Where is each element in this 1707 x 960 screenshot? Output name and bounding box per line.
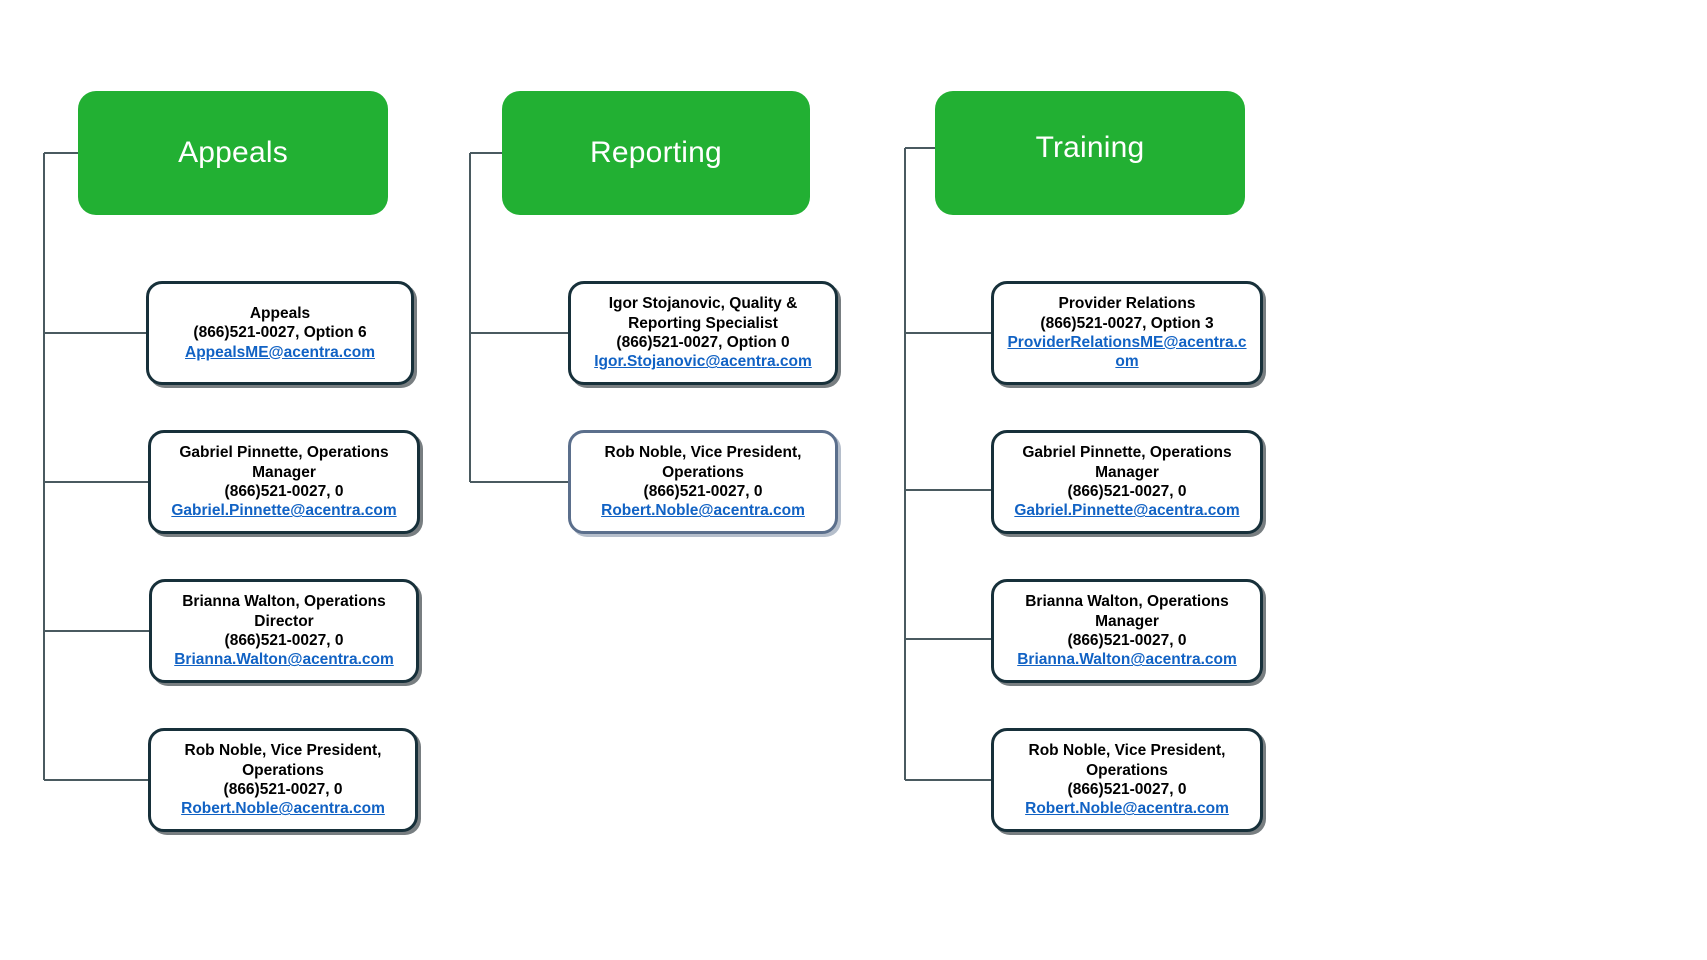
contact-card-appeals-rob-noble[interactable]: Rob Noble, Vice President, Operations (8…	[148, 728, 418, 832]
card-email-link[interactable]: ProviderRelationsME@acentra.com	[1007, 334, 1247, 371]
card-line: (866)521-0027, 0	[643, 483, 763, 500]
contact-card-training-provider-relations[interactable]: Provider Relations (866)521-0027, Option…	[991, 281, 1263, 385]
card-email-link[interactable]: Gabriel.Pinnette@acentra.com	[171, 502, 397, 520]
card-line: Rob Noble, Vice President,	[1028, 742, 1226, 760]
card-line: (866)521-0027, 0	[224, 632, 344, 649]
card-content: Brianna Walton, Operations Director (866…	[152, 588, 416, 674]
contact-card-reporting-igor-stojanovic[interactable]: Igor Stojanovic, Quality & Reporting Spe…	[568, 281, 838, 385]
contact-card-appeals-brianna-walton[interactable]: Brianna Walton, Operations Director (866…	[149, 579, 419, 683]
contact-card-appeals-gabriel-pinnette[interactable]: Gabriel Pinnette, Operations Manager (86…	[148, 430, 420, 534]
contact-card-training-brianna-walton[interactable]: Brianna Walton, Operations Manager (866)…	[991, 579, 1263, 683]
card-line: Provider Relations	[1058, 295, 1196, 313]
card-content: Brianna Walton, Operations Manager (866)…	[994, 588, 1260, 674]
column-header-label: Appeals	[178, 136, 288, 169]
column-header-label: Training	[1035, 131, 1145, 164]
card-line: Reporting Specialist	[628, 314, 778, 332]
card-email-link[interactable]: Robert.Noble@acentra.com	[601, 502, 805, 520]
card-content: Gabriel Pinnette, Operations Manager (86…	[994, 439, 1260, 525]
column-header-appeals[interactable]: Appeals	[78, 91, 388, 215]
card-line: Brianna Walton, Operations	[182, 593, 386, 611]
card-email-link[interactable]: Brianna.Walton@acentra.com	[1017, 651, 1237, 669]
card-email-link[interactable]: Igor.Stojanovic@acentra.com	[594, 353, 812, 371]
column-header-reporting[interactable]: Reporting	[502, 91, 810, 215]
card-line: (866)521-0027, Option 0	[616, 334, 790, 351]
card-line: Igor Stojanovic, Quality &	[608, 295, 798, 313]
contact-card-reporting-rob-noble[interactable]: Rob Noble, Vice President, Operations (8…	[568, 430, 838, 534]
card-line: Rob Noble, Vice President,	[184, 742, 382, 760]
card-line: Brianna Walton, Operations	[1025, 593, 1229, 611]
contact-card-appeals-main[interactable]: Appeals (866)521-0027, Option 6 AppealsM…	[146, 281, 414, 385]
card-line: (866)521-0027, 0	[223, 781, 343, 798]
card-content: Appeals (866)521-0027, Option 6 AppealsM…	[149, 300, 411, 366]
card-line: Manager	[1095, 463, 1159, 481]
card-email-link[interactable]: AppealsME@acentra.com	[185, 343, 375, 361]
card-line: Operations	[242, 761, 324, 779]
card-content: Provider Relations (866)521-0027, Option…	[994, 290, 1260, 376]
card-content: Rob Noble, Vice President, Operations (8…	[994, 737, 1260, 823]
column-header-training[interactable]: Training	[935, 91, 1245, 215]
card-line: Manager	[252, 463, 316, 481]
column-header-label: Reporting	[590, 136, 722, 169]
card-line: (866)521-0027, Option 3	[1040, 314, 1214, 332]
card-content: Igor Stojanovic, Quality & Reporting Spe…	[571, 290, 835, 376]
card-line: (866)521-0027, 0	[1067, 632, 1187, 649]
card-line: Gabriel Pinnette, Operations	[1022, 444, 1232, 462]
contact-card-training-gabriel-pinnette[interactable]: Gabriel Pinnette, Operations Manager (86…	[991, 430, 1263, 534]
card-email-link[interactable]: Brianna.Walton@acentra.com	[174, 651, 394, 669]
card-email-link[interactable]: Robert.Noble@acentra.com	[1025, 800, 1229, 818]
card-content: Gabriel Pinnette, Operations Manager (86…	[151, 439, 417, 525]
card-line: (866)521-0027, 0	[224, 483, 344, 500]
card-line: Appeals	[249, 304, 311, 322]
card-content: Rob Noble, Vice President, Operations (8…	[151, 737, 415, 823]
card-line: Gabriel Pinnette, Operations	[179, 444, 389, 462]
card-line: Operations	[1086, 761, 1168, 779]
card-line: (866)521-0027, Option 6	[193, 324, 367, 342]
card-line: Rob Noble, Vice President,	[604, 444, 802, 462]
card-email-link[interactable]: Gabriel.Pinnette@acentra.com	[1014, 502, 1240, 520]
contact-card-training-rob-noble[interactable]: Rob Noble, Vice President, Operations (8…	[991, 728, 1263, 832]
card-line: (866)521-0027, 0	[1067, 781, 1187, 798]
card-line: (866)521-0027, 0	[1067, 483, 1187, 500]
card-line: Manager	[1095, 612, 1159, 630]
card-content: Rob Noble, Vice President, Operations (8…	[571, 439, 835, 525]
card-line: Operations	[662, 463, 744, 481]
card-email-link[interactable]: Robert.Noble@acentra.com	[181, 800, 385, 818]
card-line: Director	[254, 612, 314, 630]
